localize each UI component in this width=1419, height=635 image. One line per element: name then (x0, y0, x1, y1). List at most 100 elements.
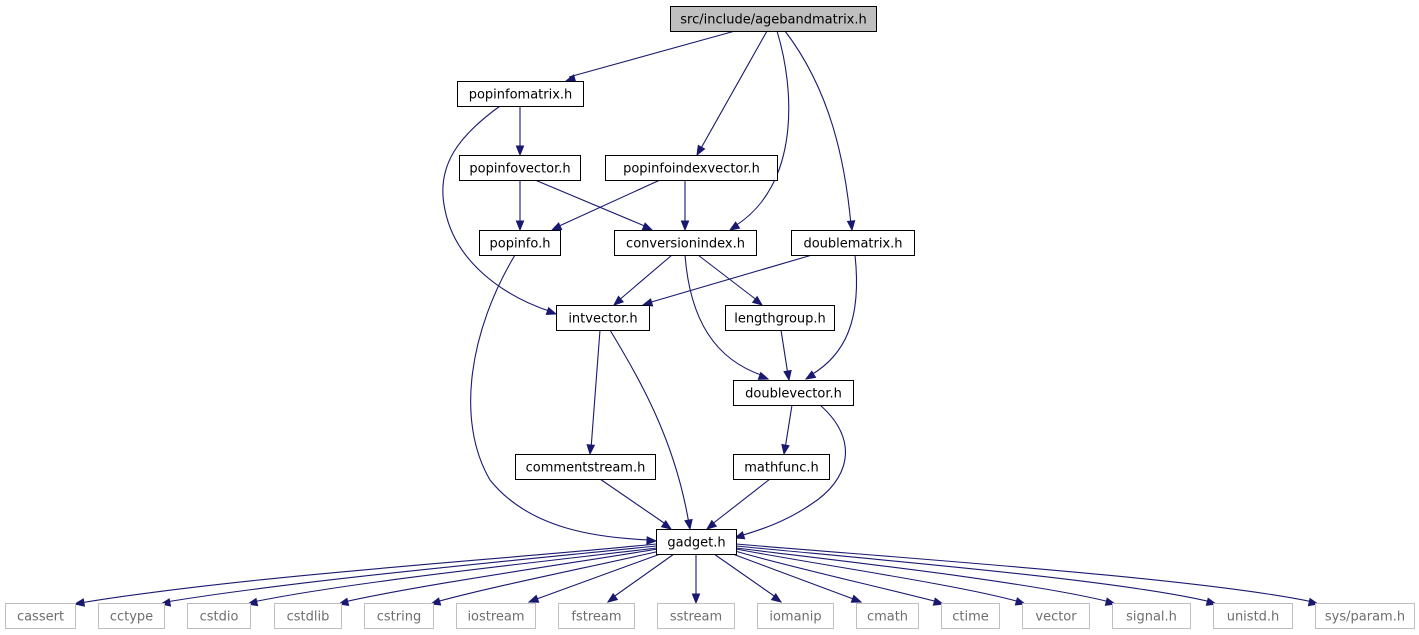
node-unistd: unistd.h (1213, 603, 1293, 629)
edge-doublevector-to-mathfunc (781, 404, 793, 456)
edge-lengthgroup-to-doublevector (780, 329, 792, 382)
node-label: vector (1035, 610, 1077, 625)
node-doublevector[interactable]: doublevector.h (733, 380, 854, 406)
edge-popinfovector-to-popinfo (515, 180, 525, 232)
node-box (274, 603, 342, 629)
node-doublematrix[interactable]: doublematrix.h (791, 230, 915, 256)
edge-popinfo-to-gadget (470, 254, 658, 545)
edge-gadget-to-cassert (73, 543, 657, 607)
node-popinfovector[interactable]: popinfovector.h (459, 155, 581, 181)
node-box (364, 603, 434, 629)
arrowhead (850, 594, 863, 603)
node-label: sys/param.h (1325, 610, 1405, 625)
edge-line (609, 329, 690, 525)
edge-line (739, 404, 846, 537)
arrowhead (684, 518, 693, 531)
edge-root-to-conversionindex (728, 30, 790, 231)
arrowhead (550, 222, 563, 231)
node-box (1022, 603, 1090, 629)
edge-gadget-to-sstream (691, 554, 701, 605)
node-label: cassert (17, 610, 64, 625)
arrowhead (73, 598, 86, 607)
edge-line (599, 478, 668, 526)
arrowhead (646, 536, 658, 545)
edge-line (713, 553, 778, 599)
node-label: src/include/agebandmatrix.h (680, 13, 867, 28)
edge-line (533, 552, 664, 601)
node-label: ctime (952, 610, 989, 625)
node-commentstream[interactable]: commentstream.h (515, 454, 656, 480)
node-box (856, 603, 919, 629)
arrowhead (804, 370, 817, 380)
node-label: doublevector.h (745, 387, 842, 402)
node-lengthgroup[interactable]: lengthgroup.h (725, 305, 835, 331)
edge-line (647, 254, 813, 304)
edge-gadget-to-ctime (734, 550, 945, 606)
node-label: iostream (467, 610, 524, 625)
edge-intvector-to-commentstream (586, 329, 601, 456)
node-label: mathfunc.h (744, 461, 819, 476)
node-box (733, 380, 854, 406)
node-root[interactable]: src/include/agebandmatrix.h (670, 6, 877, 32)
edge-line (684, 254, 765, 377)
node-box (556, 305, 650, 331)
node-box (656, 529, 737, 555)
edge-line (165, 545, 657, 603)
node-label: lengthgroup.h (734, 312, 826, 327)
edge-doublevector-to-gadget (733, 404, 846, 540)
edge-line (810, 254, 858, 376)
node-ctime: ctime (941, 603, 1000, 629)
node-mathfunc[interactable]: mathfunc.h (733, 454, 830, 480)
node-box (941, 603, 1000, 629)
node-cmath: cmath (856, 603, 919, 629)
edge-line (470, 254, 652, 541)
node-label: conversionindex.h (626, 237, 745, 252)
node-label: commentstream.h (526, 461, 646, 476)
node-popinfo[interactable]: popinfo.h (479, 230, 561, 256)
edge-popinfoindexvector-to-popinfo (550, 179, 661, 231)
node-popinfomatrix[interactable]: popinfomatrix.h (457, 81, 584, 107)
node-iostream: iostream (456, 603, 536, 629)
node-cstdio: cstdio (187, 603, 251, 629)
node-label: cstdlib (287, 610, 330, 625)
node-sstream: sstream (657, 603, 735, 629)
node-label: intvector.h (568, 312, 637, 327)
node-label: iomanip (769, 610, 821, 625)
node-popinfoindexvector[interactable]: popinfoindexvector.h (605, 155, 778, 181)
edge-line (568, 30, 736, 78)
edge-line (735, 547, 1111, 603)
node-label: doublematrix.h (803, 237, 902, 252)
arrowhead (696, 144, 706, 157)
node-box (605, 155, 778, 181)
edge-line (343, 548, 659, 603)
node-label: popinfomatrix.h (469, 88, 573, 103)
node-intvector[interactable]: intvector.h (556, 305, 650, 331)
arrowhead (527, 594, 540, 603)
edge-gadget-to-cstdio (246, 547, 658, 607)
node-box (1112, 603, 1191, 629)
node-box (456, 603, 536, 629)
node-box (98, 603, 165, 629)
edges-layer (73, 30, 1320, 607)
edge-line (611, 553, 675, 599)
node-box (479, 230, 561, 256)
arrowhead (641, 298, 654, 307)
edge-mathfunc-to-gadget (705, 478, 771, 530)
node-box (187, 603, 251, 629)
node-conversionindex[interactable]: conversionindex.h (614, 230, 757, 256)
arrowhead (641, 222, 654, 231)
edge-line (735, 543, 1314, 603)
arrowhead (846, 220, 856, 232)
edge-popinfomatrix-to-popinfovector (515, 106, 525, 157)
node-box (725, 305, 835, 331)
arrowhead (751, 295, 764, 306)
edge-line (780, 329, 789, 376)
node-box (459, 155, 581, 181)
nodes-layer: src/include/agebandmatrix.h popinfomatrix… (5, 6, 1415, 629)
node-cstring: cstring (364, 603, 434, 629)
edge-conversionindex-to-lengthgroup (697, 254, 764, 306)
edge-line (252, 547, 658, 603)
node-gadget[interactable]: gadget.h (656, 529, 737, 555)
edge-gadget-to-vector (735, 548, 1027, 606)
node-fstream: fstream (558, 603, 635, 629)
